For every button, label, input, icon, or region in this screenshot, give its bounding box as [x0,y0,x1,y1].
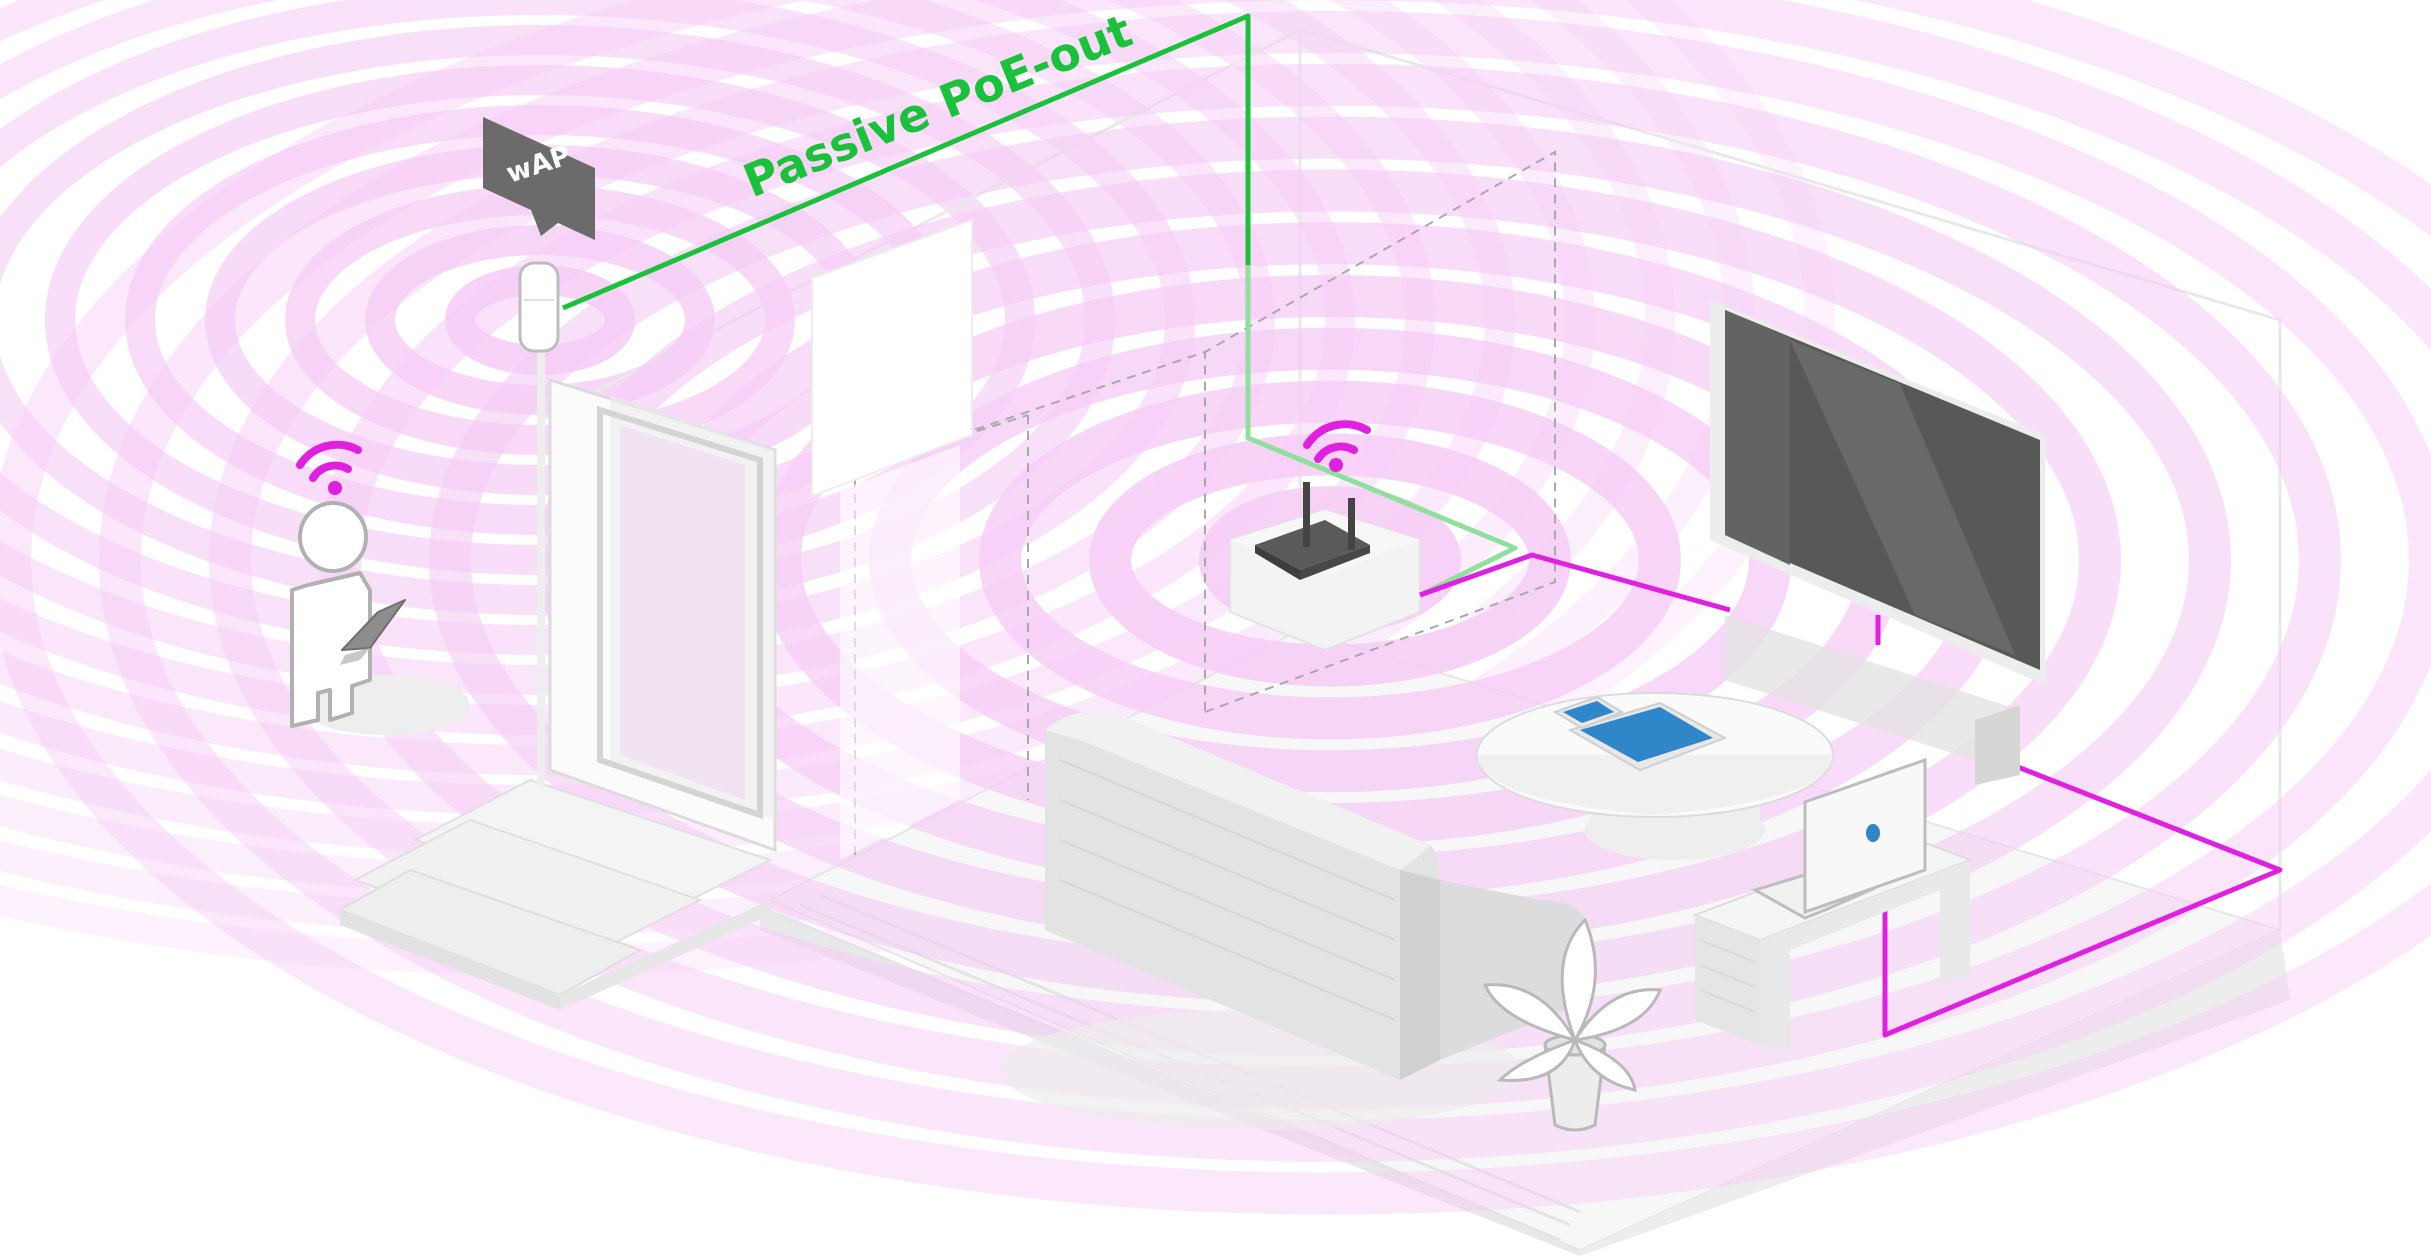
media-cabinet [1725,615,2020,785]
phone-icon [1552,695,1625,730]
door-panel [811,218,973,860]
laptop-icon [1751,757,1927,920]
person-icon [290,501,470,735]
signal-ring [979,380,1681,740]
person-wifi-icon [296,440,362,495]
coffee-table [1476,692,1834,860]
access-point-icon [518,261,560,353]
signal-ring [99,0,2431,1162]
signal-ring [0,0,2431,1215]
router-icon [1229,482,1421,652]
tablet-icon [1567,701,1728,772]
sofa [1000,712,1590,1130]
wap-callout [483,117,595,240]
tv-icon [1710,300,2045,685]
poe-cable [562,13,1518,618]
plant-icon [1482,917,1663,1132]
entrance [337,345,777,1010]
router-wifi-icon [1303,420,1371,472]
